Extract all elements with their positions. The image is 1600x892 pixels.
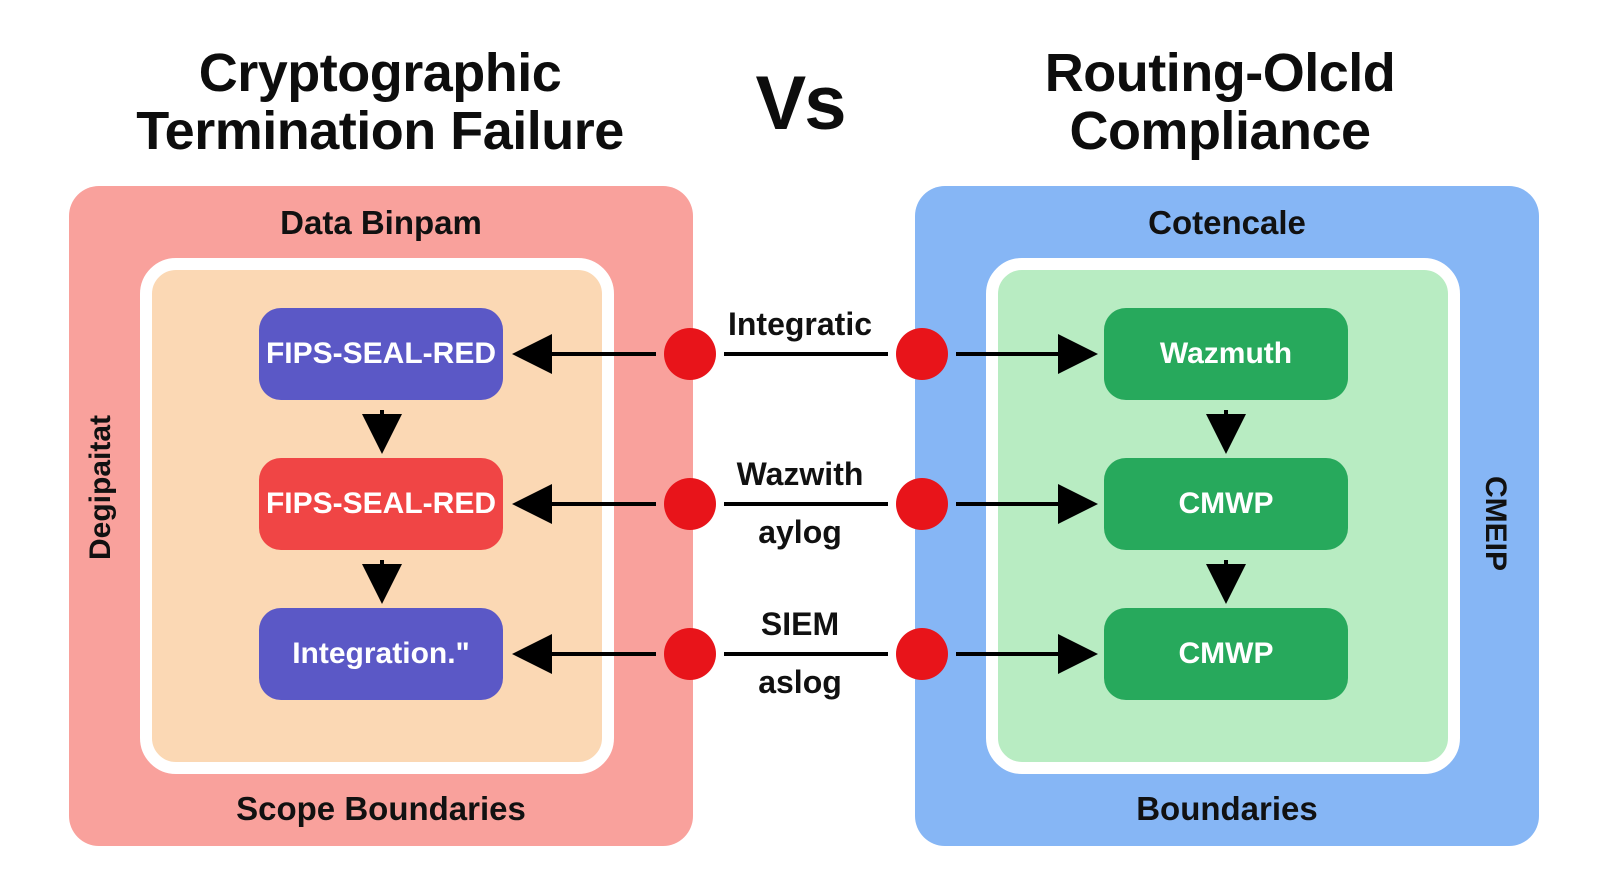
right-title-line2: Compliance [1069,101,1371,161]
right-title: Routing-Olcld Compliance [940,44,1500,160]
left-panel-header: Data Binpam [280,204,482,241]
row1-top-label: Integratic [727,306,873,342]
left-title-line1: Cryptographic [198,43,562,103]
row3-bottom-label: aslog [758,664,842,700]
right-node-3[interactable]: CMWP [1104,608,1348,700]
right-node-2[interactable]: CMWP [1104,458,1348,550]
left-title-line2: Termination Failure [136,101,624,161]
row3-top-label: SIEM [760,606,840,642]
left-title: Cryptographic Termination Failure [100,44,660,160]
right-panel-footer: Boundaries [1136,790,1318,827]
row2-left-dot [664,478,716,530]
left-node-1[interactable]: FIPS-SEAL-RED [259,308,503,400]
left-node-3[interactable]: Integration." [259,608,503,700]
left-panel-footer: Scope Boundaries [236,790,526,827]
row1-left-dot [664,328,716,380]
row2-bottom-label: aylog [758,514,842,550]
right-node-1[interactable]: Wazmuth [1104,308,1348,400]
row2-top-label: Wazwith [736,456,864,492]
right-title-line1: Routing-Olcld [1044,43,1396,103]
row3-left-dot [664,628,716,680]
vs-label: Vs [755,61,847,146]
left-node-2[interactable]: FIPS-SEAL-RED [259,458,503,550]
row3-right-dot [896,628,948,680]
row2-right-dot [896,478,948,530]
right-panel-header: Cotencale [1148,204,1306,241]
row1-right-dot [896,328,948,380]
